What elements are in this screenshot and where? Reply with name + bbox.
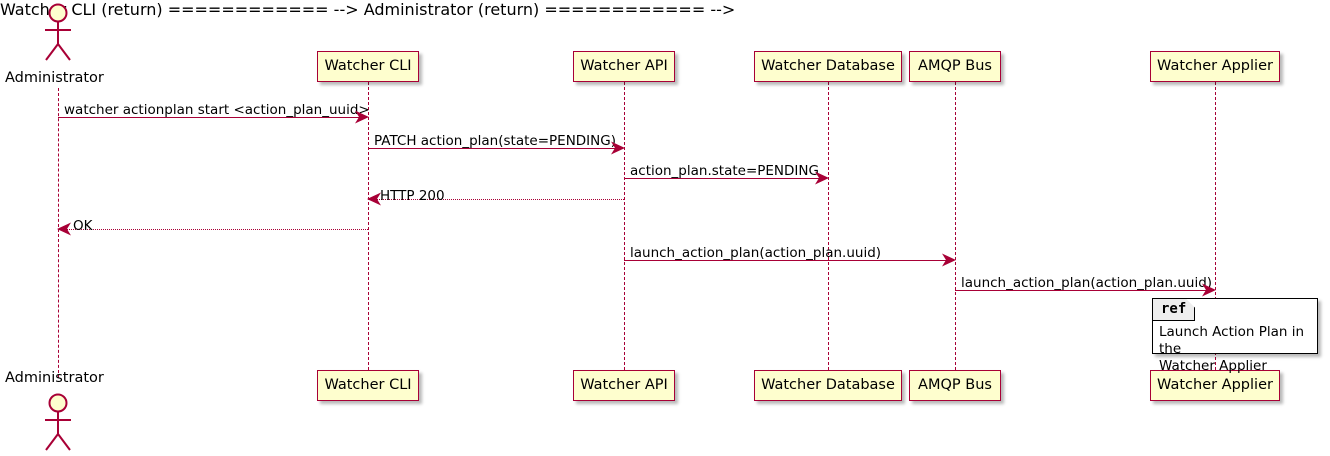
message-line-1 [58,117,361,118]
message-label-6: launch_action_plan(action_plan.uuid) [630,245,882,261]
message-arrowhead-4 [367,192,383,206]
participant-box-watcher-applier-bottom[interactable]: Watcher Applier [1150,370,1280,401]
message-label-3: action_plan.state=PENDING [630,163,819,179]
stick-figure-icon [45,393,71,451]
participant-label-watcher-api-bottom: Watcher API [580,377,668,394]
ref-fragment-keyword: ref [1153,299,1195,321]
message-arrowhead-3 [813,171,829,185]
message-line-4 [375,199,624,200]
message-arrowhead-5 [57,222,73,236]
ref-fragment-text: Launch Action Plan in the Watcher Applie… [1159,324,1317,375]
message-arrowhead-6 [940,253,956,267]
participant-box-amqp-bus-bottom[interactable]: AMQP Bus [909,370,1001,401]
message-line-3 [624,178,821,179]
participant-box-watcher-api-bottom[interactable]: Watcher API [573,370,675,401]
message-label-2: PATCH action_plan(state=PENDING) [374,133,616,149]
message-line-2 [368,148,617,149]
participant-box-watcher-cli-top[interactable]: Watcher CLI [317,51,419,82]
actor-label-administrator-top: Administrator [5,70,104,86]
participant-label-amqp-bus-top: AMQP Bus [918,58,992,75]
actor-administrator-top [32,2,84,68]
participant-label-watcher-cli-top: Watcher CLI [324,58,412,75]
participant-box-watcher-applier-top[interactable]: Watcher Applier [1150,51,1280,82]
message-label-1: watcher actionplan start <action_plan_uu… [64,102,370,118]
ref-fragment-text-line-1: Launch Action Plan in the [1159,324,1305,357]
stick-figure-icon [45,3,71,61]
message-arrowhead-1 [353,110,369,124]
participant-label-watcher-applier-top: Watcher Applier [1157,58,1273,75]
message-arrowhead-7 [1200,283,1216,297]
lifeline-watcher-cli [368,82,369,370]
message-label-7: launch_action_plan(action_plan.uuid) [961,275,1213,291]
participant-box-amqp-bus-top[interactable]: AMQP Bus [909,51,1001,82]
participant-label-amqp-bus-bottom: AMQP Bus [918,377,992,394]
participant-box-watcher-api-top[interactable]: Watcher API [573,51,675,82]
message-label-4: HTTP 200 [380,188,445,204]
participant-label-watcher-cli-bottom: Watcher CLI [324,377,412,394]
participant-box-watcher-database-bottom[interactable]: Watcher Database [754,370,902,401]
message-label-5: OK [73,218,93,234]
message-line-6 [624,260,948,261]
lifeline-watcher-api [624,82,625,370]
message-arrowhead-2 [609,141,625,155]
actor-administrator-bottom [32,392,84,456]
lifeline-amqp-bus [955,82,956,370]
actor-label-administrator-bottom: Administrator [5,370,104,386]
participant-label-watcher-database-top: Watcher Database [761,58,895,75]
participant-box-watcher-cli-bottom[interactable]: Watcher CLI [317,370,419,401]
participant-label-watcher-database-bottom: Watcher Database [761,377,895,394]
ref-fragment: ref Launch Action Plan in the Watcher Ap… [1152,298,1318,374]
lifeline-administrator [58,88,59,378]
message-line-7 [955,290,1208,291]
participant-label-watcher-api-top: Watcher API [580,58,668,75]
participant-label-watcher-applier-bottom: Watcher Applier [1157,377,1273,394]
lifeline-watcher-database [828,82,829,370]
lifeline-watcher-applier [1215,82,1216,370]
ref-fragment-text-line-2: Watcher Applier [1159,357,1267,374]
message-line-5 [67,229,368,230]
participant-box-watcher-database-top[interactable]: Watcher Database [754,51,902,82]
